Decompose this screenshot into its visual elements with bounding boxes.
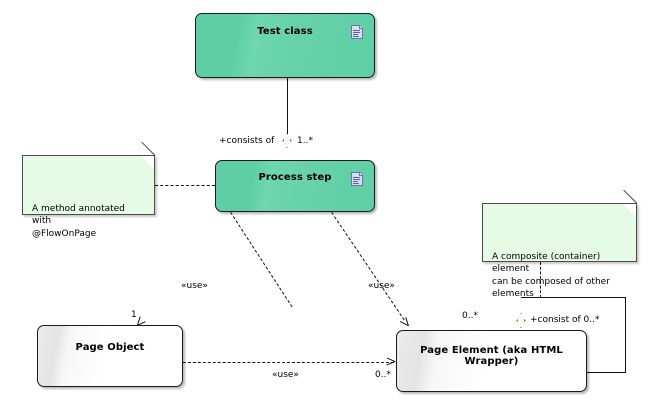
connector-label-consist-of: +consist of 0..*: [530, 315, 600, 325]
document-icon: [351, 25, 363, 39]
connector-stereotype-process-pageelement: «use»: [368, 281, 395, 291]
connector-multiplicity-test-process: 1..*: [297, 136, 313, 146]
connector-process-to-pageelement[interactable]: [331, 212, 405, 321]
connector-multiplicity-pageelement-bottom: 0..*: [375, 370, 391, 380]
class-name-page-object: Page Object: [75, 342, 145, 353]
connector-multiplicity-pageobject: 1: [131, 310, 137, 320]
self-link-top[interactable]: [521, 297, 625, 298]
connector-multiplicity-pageelement-top: 0..*: [462, 311, 478, 321]
aggregation-diamond-test-process: [282, 133, 292, 148]
class-name-process-step: Process step: [258, 172, 332, 183]
class-box-page-object[interactable]: Page Object: [37, 325, 183, 387]
note-link-flowonpage: [155, 185, 215, 186]
class-name-test-class: Test class: [257, 26, 313, 37]
connector-label-consists-of: +consists of: [219, 136, 275, 146]
class-box-test-class[interactable]: Test class: [195, 13, 375, 78]
note-fold-corner-icon: [623, 204, 636, 217]
class-box-process-step[interactable]: Process step: [215, 160, 375, 212]
class-box-page-element[interactable]: Page Element (aka HTML Wrapper): [396, 330, 587, 392]
note-composite[interactable]: A composite (container) element can be c…: [482, 189, 638, 299]
connector-test-to-process-line[interactable]: [287, 78, 288, 140]
note-flowonpage[interactable]: A method annotated with @FlowOnPage: [22, 141, 156, 239]
document-icon: [351, 172, 363, 186]
note-fold-corner-icon: [141, 156, 154, 169]
self-link-right[interactable]: [625, 297, 626, 372]
connector-pageobject-to-pageelement[interactable]: [183, 362, 394, 363]
note-fold-line: [623, 189, 638, 204]
note-flowonpage-text: A method annotated with @FlowOnPage: [32, 203, 125, 239]
connector-stereotype-process-pageobject: «use»: [181, 281, 208, 291]
note-fold-line: [141, 141, 156, 156]
connector-stereotype-pageobject-pageelement: «use»: [272, 370, 299, 380]
self-link-bottom[interactable]: [587, 372, 626, 373]
class-name-page-element: Page Element (aka HTML Wrapper): [420, 345, 563, 367]
aggregation-diamond-pageelement-self: [516, 313, 526, 328]
connector-process-to-pageobject[interactable]: [230, 212, 293, 308]
note-composite-text: A composite (container) element can be c…: [492, 251, 610, 300]
note-link-composite: [540, 262, 541, 298]
